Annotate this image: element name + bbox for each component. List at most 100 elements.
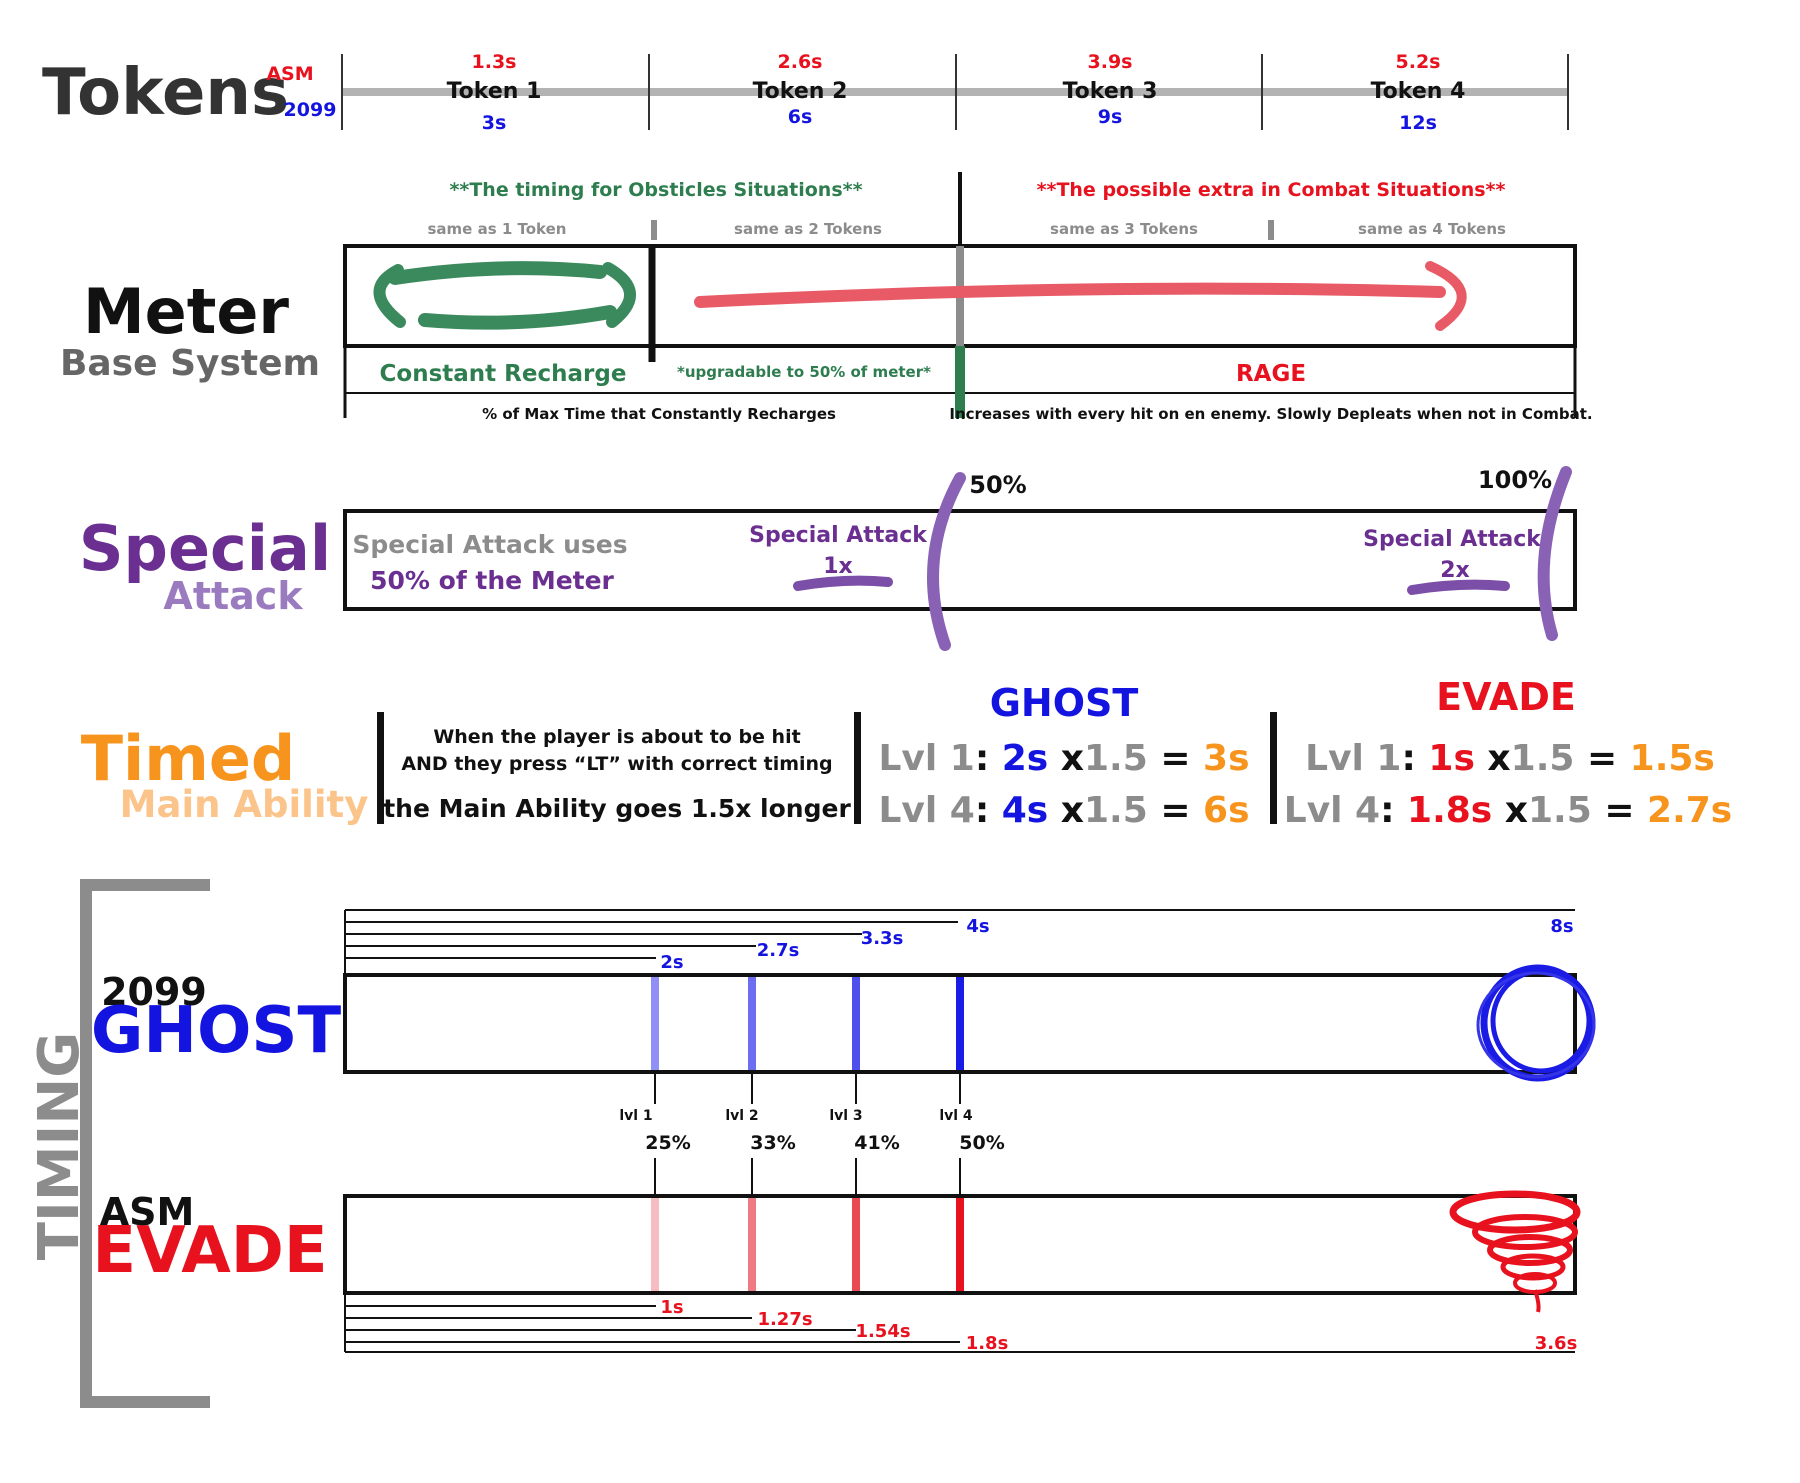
upgradable-label: *upgradable to 50% of meter* xyxy=(677,363,931,381)
ghost-prefix: 2099 xyxy=(101,970,207,1014)
ghost-title: GHOST xyxy=(91,994,342,1068)
evade-marker-lvl4 xyxy=(956,1198,964,1291)
ghost-swirl-stroke xyxy=(1476,964,1596,1082)
constant-recharge-label: Constant Recharge xyxy=(380,361,627,387)
evade-marker-lvl2 xyxy=(748,1198,756,1291)
timed-divider-2 xyxy=(854,712,861,824)
ghost-heading: GHOST xyxy=(990,681,1139,725)
special-marker2-underline xyxy=(1407,579,1510,595)
level-label-1: lvl 1 xyxy=(619,1108,652,1124)
same-as-4: same as 4 Tokens xyxy=(1358,220,1506,238)
evade-prefix: ASM xyxy=(100,1190,195,1234)
level-label-2: lvl 2 xyxy=(725,1108,758,1124)
timed-section: Timed Main Ability When the player is ab… xyxy=(81,675,1733,831)
evade-marker-lvl1 xyxy=(651,1198,659,1291)
timed-line1: When the player is about to be hit xyxy=(433,726,800,748)
token-4-name: Token 4 xyxy=(1371,79,1466,104)
evade-title: EVADE xyxy=(92,1214,327,1288)
ghost-max-label: 8s xyxy=(1550,916,1573,937)
percent-label-3: 41% xyxy=(854,1132,899,1154)
timed-line3: the Main Ability goes 1.5x longer xyxy=(383,794,851,823)
special-marker1-pct: 50% xyxy=(969,471,1026,499)
ghost-marker-lvl4 xyxy=(956,977,964,1070)
special-subtitle: Attack xyxy=(163,574,303,618)
meter-section: Meter Base System **The timing for Obsti… xyxy=(60,172,1593,423)
ghost-time-2: 2.7s xyxy=(757,940,800,961)
special-marker2-label: Special Attack xyxy=(1363,527,1542,552)
token-1-2099: 3s xyxy=(482,112,507,134)
obstacles-heading: **The timing for Obsticles Situations** xyxy=(449,179,862,201)
timed-title: Timed xyxy=(81,722,296,795)
special-marker1-label: Special Attack xyxy=(749,523,928,548)
tokens-asm-label: ASM xyxy=(266,63,313,85)
tokens-title: Tokens xyxy=(42,56,289,130)
percent-label-4: 50% xyxy=(959,1132,1004,1154)
special-desc-line1: Special Attack uses xyxy=(352,530,627,559)
special-marker1-underline xyxy=(793,575,893,591)
recharge-description: % of Max Time that Constantly Recharges xyxy=(482,405,836,423)
token-4-asm: 5.2s xyxy=(1396,51,1441,73)
token-3-2099: 9s xyxy=(1098,106,1123,128)
evade-formula-lvl1: Lvl 1: 1s x1.5 = 1.5s xyxy=(1305,738,1715,779)
percent-label-1: 25% xyxy=(645,1132,690,1154)
timing-section: TIMING 2099 GHOST ASM EVADE 8s 4s 3.3s 2… xyxy=(27,879,1596,1408)
same-as-3: same as 3 Tokens xyxy=(1050,220,1198,238)
special-marker2-brush xyxy=(1537,466,1572,641)
special-desc-line2: 50% of the Meter xyxy=(370,566,614,595)
rage-arrow-stroke xyxy=(694,261,1467,331)
evade-marker-lvl3 xyxy=(852,1198,860,1291)
ghost-formula-lvl1: Lvl 1: 2s x1.5 = 3s xyxy=(878,738,1249,779)
token-1-asm: 1.3s xyxy=(472,51,517,73)
rage-label: RAGE xyxy=(1236,361,1306,387)
ghost-marker-lvl2 xyxy=(748,977,756,1070)
meter-green-divider xyxy=(955,346,965,418)
rage-description: Increases with every hit on en enemy. Sl… xyxy=(949,405,1592,423)
evade-max-label: 3.6s xyxy=(1535,1333,1578,1354)
evade-time-2: 1.27s xyxy=(757,1309,812,1330)
same-as-divider-right xyxy=(1268,220,1274,240)
level-label-4: lvl 4 xyxy=(939,1108,973,1124)
special-marker1-brush xyxy=(927,472,966,651)
level-label-3: lvl 3 xyxy=(829,1108,862,1124)
evade-time-4: 1.8s xyxy=(966,1333,1009,1354)
evade-heading: EVADE xyxy=(1436,675,1576,719)
token-3-name: Token 3 xyxy=(1063,79,1158,104)
tokens-2099-label: 2099 xyxy=(284,99,337,121)
evade-tornado-stroke xyxy=(1449,1190,1581,1313)
tokens-section: Tokens ASM 2099 1.3s Token 1 3s 2.6s Tok… xyxy=(42,51,1569,134)
same-as-divider-left xyxy=(651,220,657,240)
meter-title: Meter xyxy=(83,275,289,348)
ghost-marker-lvl1 xyxy=(651,977,659,1070)
combat-heading: **The possible extra in Combat Situation… xyxy=(1037,179,1506,201)
ghost-time-4: 4s xyxy=(966,916,989,937)
special-marker1-mult: 1x xyxy=(823,554,853,579)
timed-subtitle: Main Ability xyxy=(120,783,369,826)
special-section: Special Attack Special Attack uses 50% o… xyxy=(79,466,1577,651)
ghost-time-1: 2s xyxy=(660,952,683,973)
meter-subtitle: Base System xyxy=(60,343,320,384)
token-3-asm: 3.9s xyxy=(1088,51,1133,73)
token-1-name: Token 1 xyxy=(447,79,542,104)
timed-line2: AND they press “LT” with correct timing xyxy=(401,753,832,775)
same-as-1: same as 1 Token xyxy=(428,220,567,238)
token-2-name: Token 2 xyxy=(753,79,848,104)
same-as-2: same as 2 Tokens xyxy=(734,220,882,238)
timed-divider-3 xyxy=(1270,712,1277,824)
percent-label-2: 33% xyxy=(750,1132,795,1154)
token-2-2099: 6s xyxy=(788,106,813,128)
timing-title: TIMING xyxy=(27,1032,92,1260)
timing-bracket xyxy=(80,879,210,1408)
ghost-time-3: 3.3s xyxy=(861,928,904,949)
token-4-2099: 12s xyxy=(1399,112,1437,134)
ghost-marker-lvl3 xyxy=(852,977,860,1070)
token-2-asm: 2.6s xyxy=(778,51,823,73)
evade-formula-lvl4: Lvl 4: 1.8s x1.5 = 2.7s xyxy=(1284,790,1732,831)
evade-bar xyxy=(343,1194,1577,1295)
ghost-formula-lvl4: Lvl 4: 4s x1.5 = 6s xyxy=(878,790,1249,831)
special-title: Special xyxy=(79,512,331,585)
special-marker2-pct: 100% xyxy=(1478,466,1552,494)
timed-divider-1 xyxy=(377,712,384,824)
evade-time-3: 1.54s xyxy=(855,1321,910,1342)
recharge-loop-stroke xyxy=(373,261,636,330)
